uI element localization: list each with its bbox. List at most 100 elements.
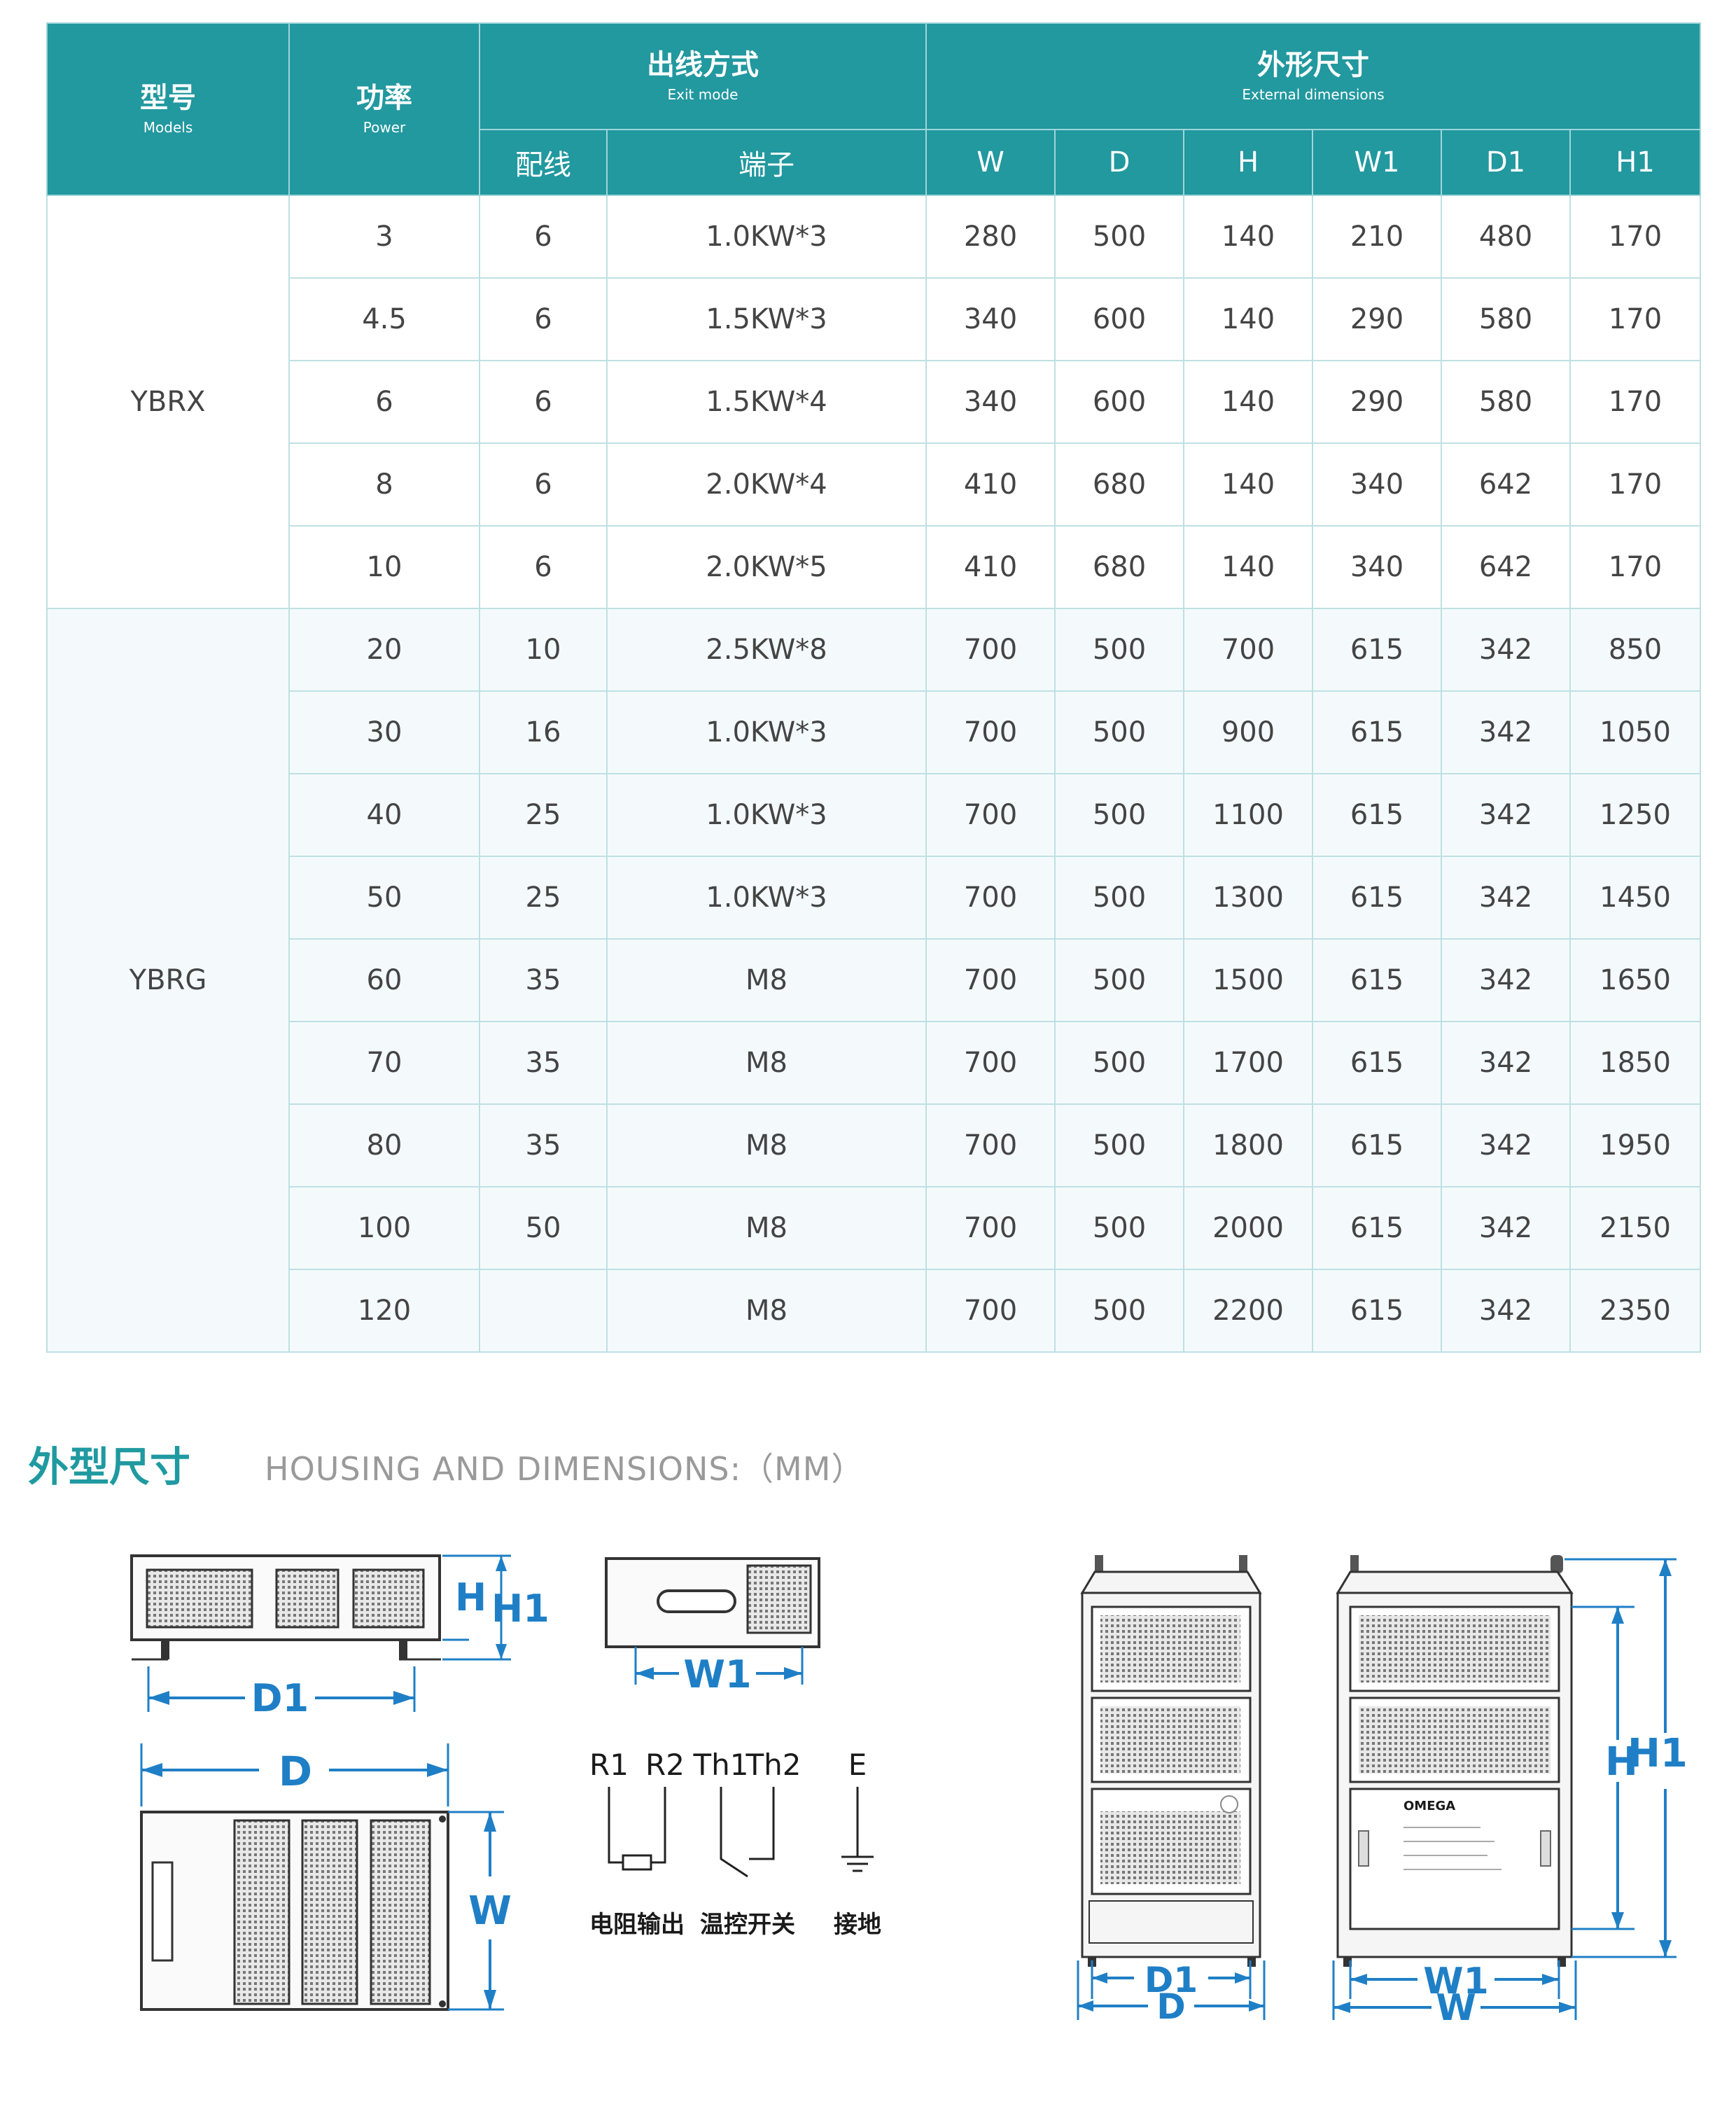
- cell-power: 50: [288, 856, 480, 940]
- header-dimensions: 外形尺寸 External dimensions: [925, 22, 1702, 130]
- dim-h-cabinet: H: [1605, 1739, 1638, 1785]
- cell-wiring: 6: [479, 277, 608, 361]
- header-dims-zh: 外形尺寸: [1257, 49, 1370, 81]
- cell-w1: 290: [1312, 360, 1442, 444]
- header-h: H: [1183, 129, 1313, 196]
- model-cell-ybrg: YBRG: [46, 608, 290, 1353]
- header-models-zh: 型号: [140, 82, 196, 114]
- header-d1: D1: [1441, 129, 1571, 196]
- cell-wiring: 35: [479, 1021, 608, 1105]
- cell-d1: 580: [1441, 360, 1571, 444]
- dim-d-top: D: [279, 1748, 312, 1795]
- cell-w: 410: [925, 525, 1056, 609]
- wiring-diagram: R1 R2 Th1 Th2 E 电阻输出 温控开关 接地: [588, 1736, 896, 1946]
- cell-terminal: 2.5KW*8: [606, 608, 927, 692]
- cell-d: 500: [1054, 195, 1184, 279]
- dim-h1-cabinet: H1: [1628, 1731, 1688, 1776]
- cell-w: 700: [925, 773, 1056, 857]
- cell-wiring: 6: [479, 195, 608, 279]
- header-w: W: [925, 129, 1056, 196]
- cell-h1: 1650: [1569, 938, 1702, 1022]
- cell-h1: 170: [1569, 525, 1702, 609]
- end-view-drawing: W1: [602, 1547, 833, 1708]
- cell-h1: 170: [1569, 277, 1702, 361]
- cell-wiring: 25: [479, 773, 608, 857]
- cell-h1: 1950: [1569, 1103, 1702, 1187]
- cell-terminal: 1.0KW*3: [606, 195, 927, 279]
- cabinet-side-drawing: D1 D: [1071, 1551, 1281, 2020]
- cell-terminal: 1.5KW*3: [606, 277, 927, 361]
- cell-terminal: 1.0KW*3: [606, 856, 927, 940]
- cell-power: 4.5: [288, 277, 480, 361]
- cell-h: 1300: [1183, 856, 1313, 940]
- cell-wiring: 6: [479, 360, 608, 444]
- cell-d1: 342: [1441, 1103, 1571, 1187]
- ground-label: 接地: [834, 1911, 881, 1939]
- dim-d-cabinet: D: [1156, 1986, 1186, 2020]
- cell-w: 700: [925, 1269, 1056, 1353]
- cell-terminal: 1.0KW*3: [606, 690, 927, 774]
- cell-wiring: 6: [479, 443, 608, 527]
- dim-w1-cabinet: W1: [1423, 1960, 1489, 2002]
- cell-terminal: 2.0KW*5: [606, 525, 927, 609]
- cell-power: 6: [288, 360, 480, 444]
- cell-d1: 342: [1441, 1186, 1571, 1270]
- cell-d: 500: [1054, 1103, 1184, 1187]
- cell-wiring: 10: [479, 608, 608, 692]
- cell-h: 1800: [1183, 1103, 1313, 1187]
- cell-h: 140: [1183, 443, 1313, 527]
- cell-w: 700: [925, 1186, 1056, 1270]
- cell-d: 500: [1054, 1269, 1184, 1353]
- terminal-e-label: E: [848, 1748, 867, 1782]
- terminal-th1-label: Th1: [693, 1748, 749, 1782]
- cell-d1: 342: [1441, 938, 1571, 1022]
- cell-w1: 210: [1312, 195, 1442, 279]
- cell-power: 80: [288, 1103, 480, 1187]
- cell-h1: 170: [1569, 443, 1702, 527]
- brand-label: OMEGA: [1404, 1799, 1455, 1813]
- cell-w: 700: [925, 690, 1056, 774]
- cell-h: 140: [1183, 277, 1313, 361]
- ground-icon: [841, 1787, 874, 1872]
- cell-w1: 615: [1312, 1186, 1442, 1270]
- cell-d1: 342: [1441, 856, 1571, 940]
- cell-w: 340: [925, 277, 1056, 361]
- cell-h: 2000: [1183, 1186, 1313, 1270]
- cell-d: 600: [1054, 277, 1184, 361]
- cell-w1: 615: [1312, 938, 1442, 1022]
- cell-h: 140: [1183, 195, 1313, 279]
- cell-d1: 342: [1441, 1269, 1571, 1353]
- cell-d1: 342: [1441, 1021, 1571, 1105]
- cell-h1: 170: [1569, 195, 1702, 279]
- cell-power: 40: [288, 773, 480, 857]
- cell-h1: 2150: [1569, 1186, 1702, 1270]
- cell-d: 500: [1054, 1186, 1184, 1270]
- cell-w1: 615: [1312, 608, 1442, 692]
- dim-w-cabinet: W: [1436, 1987, 1476, 2020]
- cell-wiring: 6: [479, 525, 608, 609]
- header-models-en: Models: [143, 119, 193, 136]
- cell-w: 700: [925, 938, 1056, 1022]
- cell-h1: 1250: [1569, 773, 1702, 857]
- cabinet-front-drawing: OMEGA W1 W H H: [1326, 1551, 1690, 2020]
- cell-w1: 290: [1312, 277, 1442, 361]
- section-title: 外型尺寸: [28, 1443, 191, 1491]
- header-wiring: 配线: [479, 129, 608, 196]
- dim-h-side: H: [455, 1575, 486, 1619]
- resistor-symbol: [608, 1787, 666, 1871]
- cell-d: 600: [1054, 360, 1184, 444]
- header-models: 型号 Models: [46, 22, 290, 196]
- cell-terminal: 1.5KW*4: [606, 360, 927, 444]
- cell-h1: 850: [1569, 608, 1702, 692]
- cell-h1: 1450: [1569, 856, 1702, 940]
- dim-d1-cabinet: D1: [1144, 1960, 1198, 2000]
- cell-terminal: M8: [606, 1021, 927, 1105]
- header-terminal: 端子: [606, 129, 927, 196]
- header-power: 功率 Power: [288, 22, 480, 196]
